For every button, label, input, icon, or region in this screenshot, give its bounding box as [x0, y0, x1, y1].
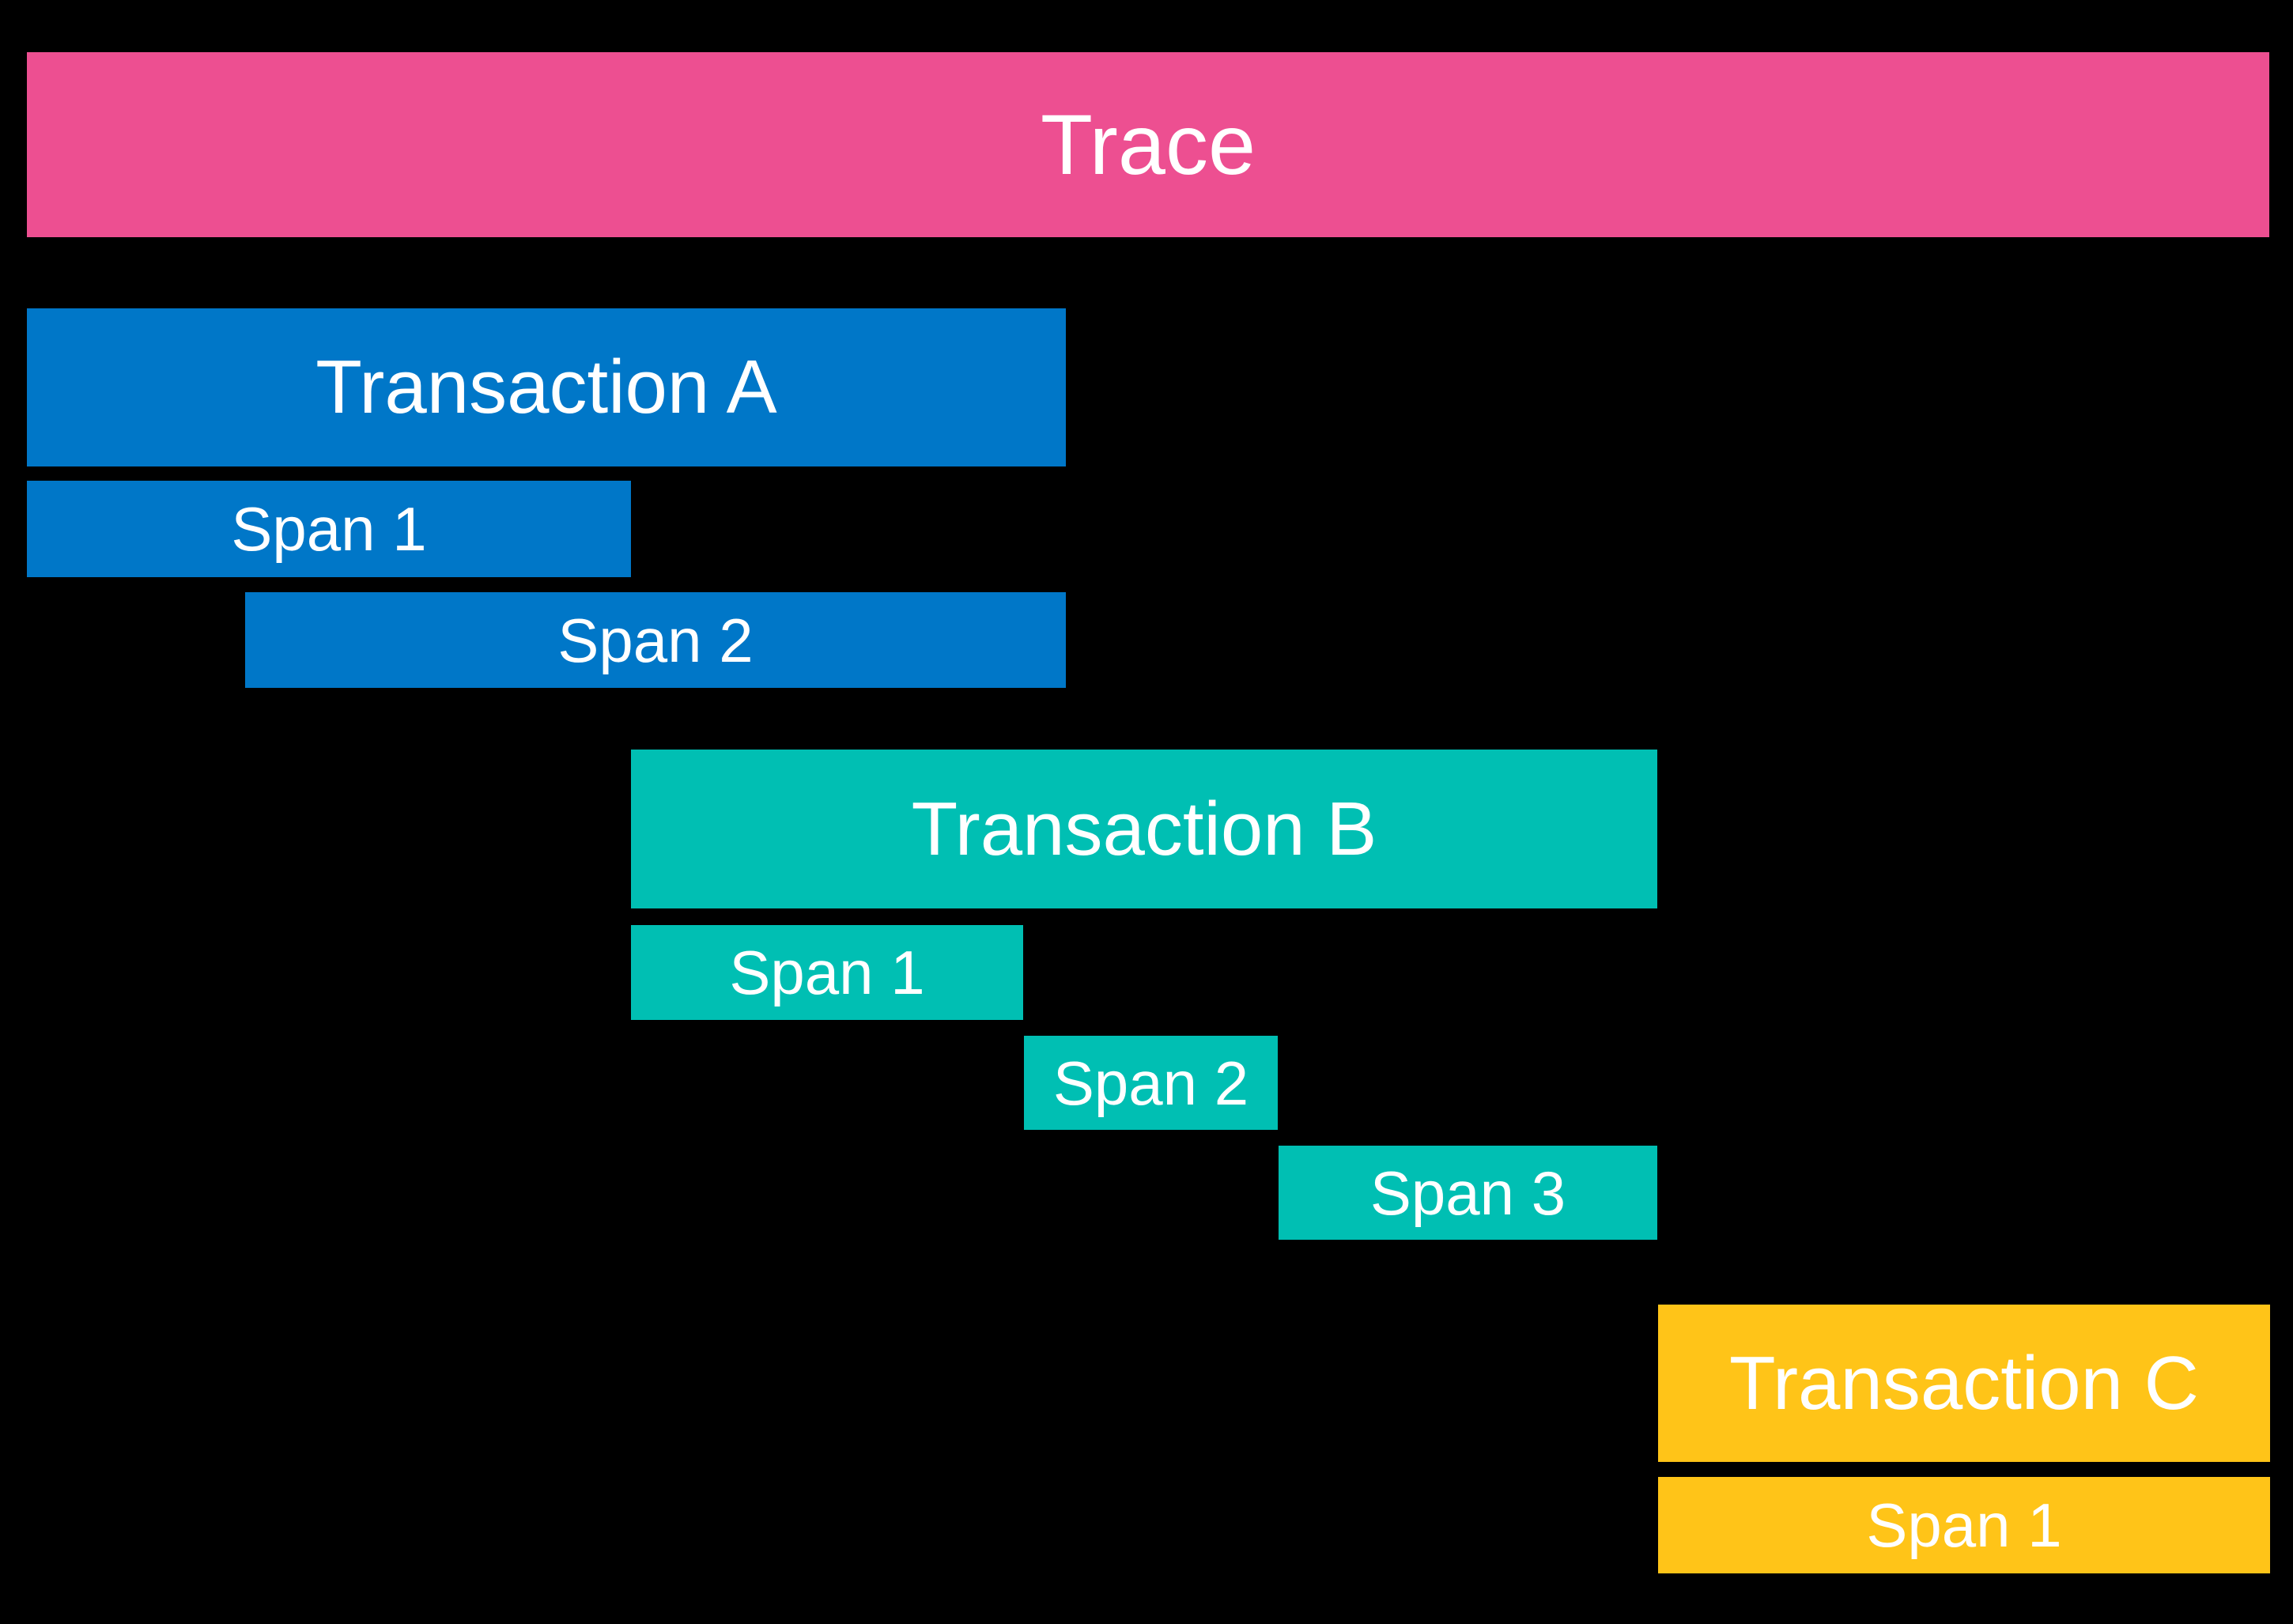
transaction-b-span-3-label: Span 3 — [1369, 1158, 1566, 1228]
bar-transaction-b[interactable]: Transaction B — [631, 750, 1657, 908]
transaction-b-label: Transaction B — [911, 786, 1377, 871]
bar-trace[interactable]: Trace — [27, 52, 2269, 237]
bar-transaction-c-span-1[interactable]: Span 1 — [1658, 1477, 2270, 1573]
transaction-a-span-1-label: Span 1 — [231, 494, 427, 564]
bar-transaction-c[interactable]: Transaction C — [1658, 1305, 2270, 1462]
trace-label: Trace — [1040, 96, 1256, 192]
bar-transaction-b-span-2[interactable]: Span 2 — [1024, 1036, 1278, 1130]
transaction-a-label: Transaction A — [315, 345, 777, 429]
bar-transaction-a[interactable]: Transaction A — [27, 308, 1066, 466]
bar-transaction-a-span-1[interactable]: Span 1 — [27, 481, 631, 577]
transaction-c-span-1-label: Span 1 — [1866, 1490, 2062, 1560]
bar-transaction-b-span-3[interactable]: Span 3 — [1279, 1146, 1657, 1240]
transaction-b-span-1-label: Span 1 — [729, 938, 925, 1007]
transaction-a-span-2-label: Span 2 — [557, 605, 754, 675]
transaction-c-label: Transaction C — [1729, 1340, 2199, 1426]
bar-transaction-a-span-2[interactable]: Span 2 — [245, 592, 1066, 688]
transaction-b-span-2-label: Span 2 — [1052, 1048, 1249, 1118]
bar-transaction-b-span-1[interactable]: Span 1 — [631, 925, 1023, 1020]
